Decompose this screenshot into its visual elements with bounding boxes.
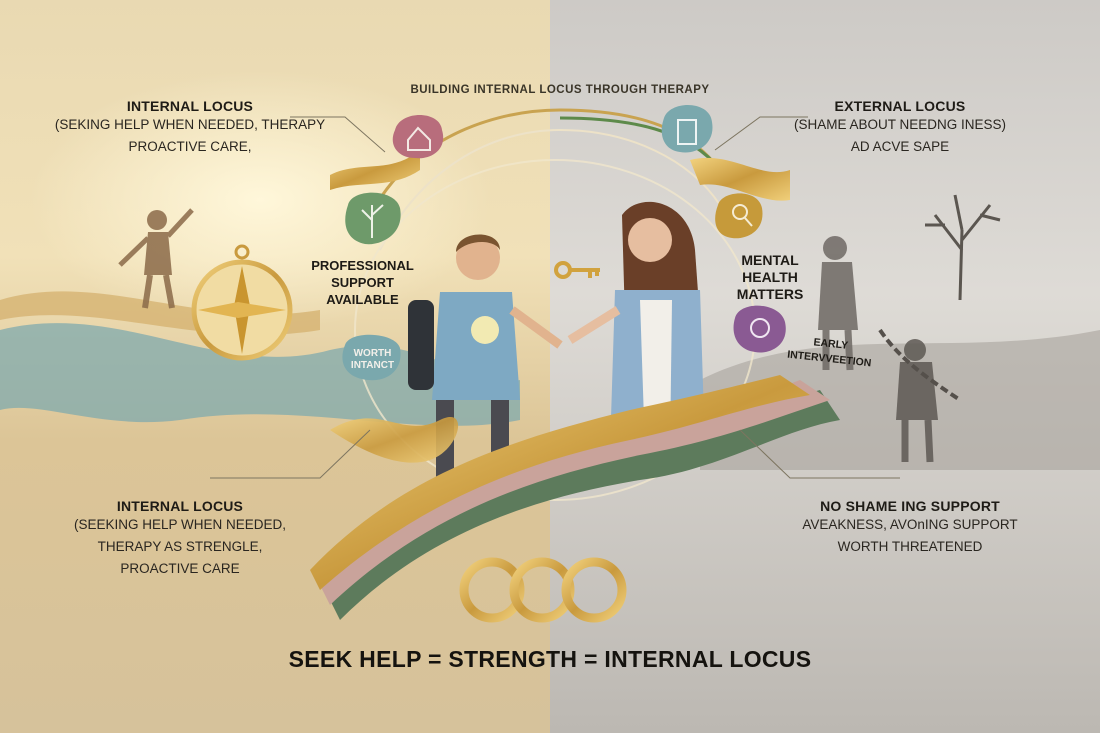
plant-badge-icon (345, 192, 401, 245)
label-line: AVAILABLE (326, 292, 399, 307)
label-line: MENTAL (741, 252, 799, 268)
leader-lines (210, 116, 900, 479)
bottom-right-callout: NO SHAME ING SUPPORT AVEAKNESS, AVOnING … (760, 498, 1060, 558)
bottom-right-heading: NO SHAME ING SUPPORT (820, 498, 1000, 514)
key-icon (554, 261, 600, 279)
interlocking-rings-icon (459, 557, 627, 623)
mental-health-matters-label: MENTAL HEALTH MATTERS (720, 252, 820, 303)
arc-title: BUILDING INTERNAL LOCUS THROUGH THERAPY (410, 84, 710, 96)
top-right-callout: EXTERNAL LOCUS (SHAME ABOUT NEEDNG INESS… (750, 98, 1050, 158)
bottom-left-line: (SEEKING HELP WHEN NEEDED, (73, 517, 287, 532)
bottom-left-line: THERAPY AS STRENGLE, (97, 539, 263, 554)
compass-icon (191, 244, 293, 361)
pink-ribbon (320, 380, 830, 605)
top-right-line: AD ACVE SAPE (850, 139, 950, 154)
bare-tree-icon (925, 194, 1001, 301)
label-line: WORTH (353, 348, 392, 359)
label-line: HEALTH (742, 269, 798, 285)
glowing-heart (471, 316, 499, 344)
bear-badge-icon (733, 305, 786, 353)
worth-badge (342, 334, 401, 381)
tablet-badge-icon (661, 104, 713, 153)
label-line: INTANCT (350, 360, 395, 371)
bottom-right-line: AVEAKNESS, AVOnING SUPPORT (802, 517, 1018, 532)
green-ribbon (330, 390, 840, 620)
gold-ribbon (310, 375, 810, 590)
bottom-right-line: WORTH THREATENED (837, 539, 983, 554)
distressed-figure (818, 236, 858, 371)
house-badge-icon (392, 115, 444, 159)
worth-intact-label: WORTH INTANCT (345, 348, 400, 372)
top-left-line: PROACTIVE CARE, (128, 139, 252, 154)
label-line: SUPPORT (331, 275, 394, 290)
top-right-line: (SHAME ABOUT NEEDNG INESS) (793, 117, 1007, 132)
professional-support-label: PROFESSIONAL SUPPORT AVAILABLE (300, 257, 425, 308)
top-left-heading: INTERNAL LOCUS (126, 98, 254, 114)
magnifier-badge-icon (715, 193, 763, 239)
label-line: MATTERS (736, 286, 804, 302)
top-left-callout: INTERNAL LOCUS (SEKING HELP WHEN NEEDED,… (40, 98, 340, 158)
bottom-left-heading: INTERNAL LOCUS (116, 498, 244, 514)
top-left-line: (SEKING HELP WHEN NEEDED, THERAPY (54, 117, 326, 132)
child-reaching-figure (118, 208, 194, 309)
label-line: PROFESSIONAL (311, 258, 414, 273)
bottom-left-line: PROACTIVE CARE (120, 561, 240, 576)
chain-icon (878, 328, 962, 402)
bottom-left-callout: INTERNAL LOCUS (SEEKING HELP WHEN NEEDED… (30, 498, 330, 580)
top-right-heading: EXTERNAL LOCUS (834, 98, 966, 114)
footer-slogan: SEEK HELP = STRENGTH = INTERNAL LOCUS (288, 646, 812, 672)
